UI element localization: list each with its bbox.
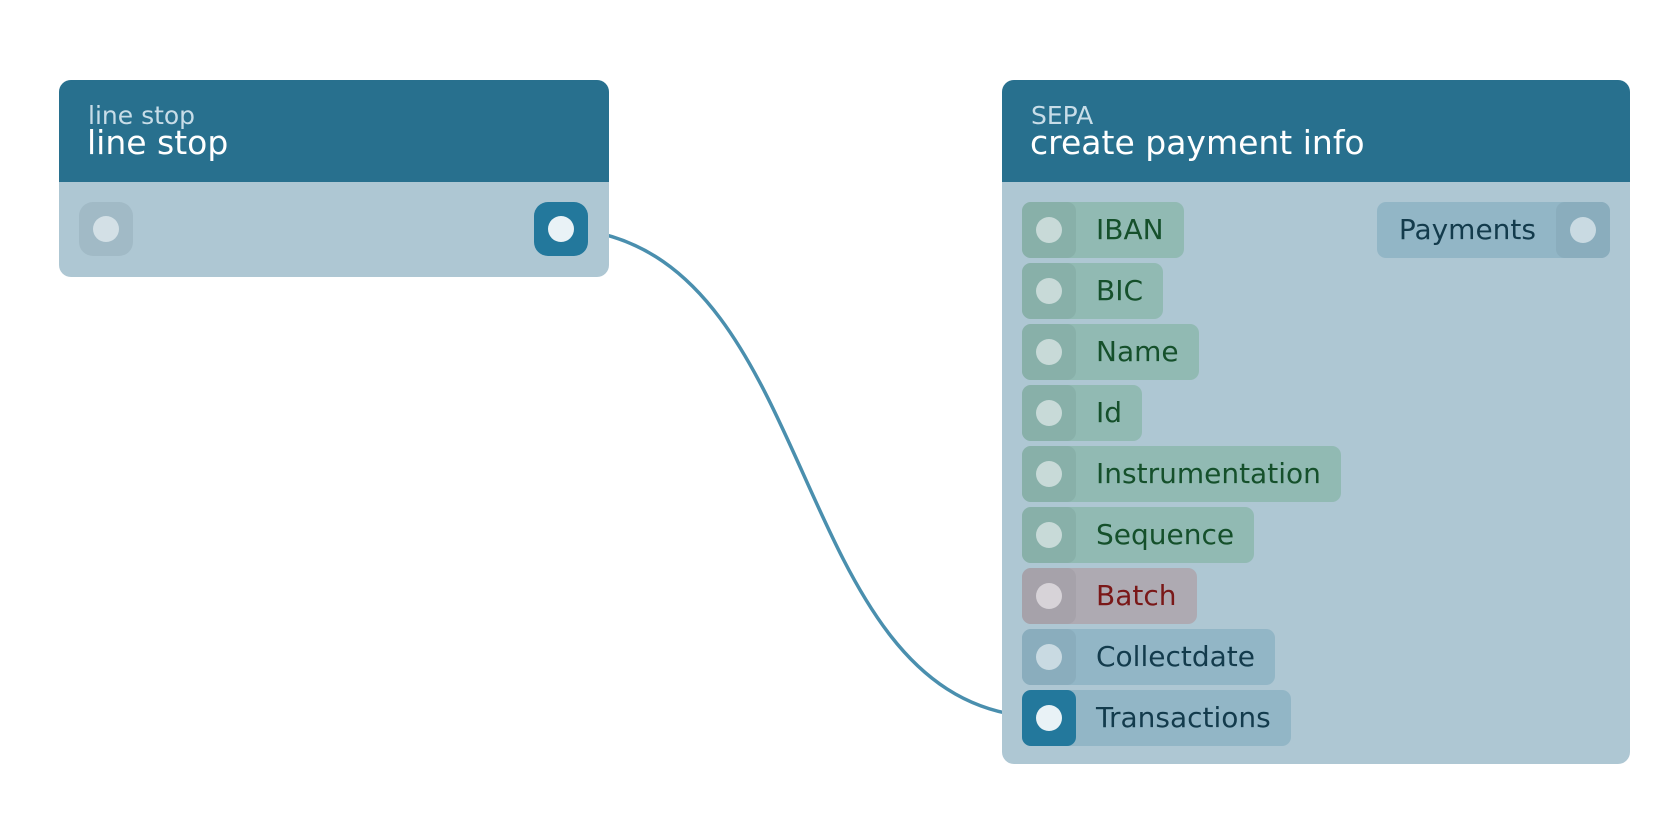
port-dot-icon — [1036, 522, 1062, 548]
port-dot-icon — [1036, 461, 1062, 487]
port-dot-icon — [1036, 583, 1062, 609]
input-pin-collectdate[interactable]: Collectdate — [1022, 629, 1275, 685]
port-dot-icon — [93, 216, 119, 242]
pin-label: Batch — [1096, 579, 1177, 612]
pin-socket[interactable] — [1022, 690, 1076, 746]
port-dot-icon — [1036, 278, 1062, 304]
pin-socket[interactable] — [1022, 507, 1076, 563]
input-pin-iban[interactable]: IBAN — [1022, 202, 1184, 258]
pin-socket[interactable] — [1022, 629, 1076, 685]
port-dot-icon — [1036, 705, 1062, 731]
node-title: create payment info — [1030, 123, 1365, 162]
pin-label: Instrumentation — [1096, 457, 1321, 490]
pin-socket[interactable] — [1556, 202, 1610, 258]
sepa-create-payment-info-node[interactable]: SEPA create payment info IBAN BIC Name I… — [1002, 80, 1630, 764]
port-dot-icon — [1036, 217, 1062, 243]
port-dot-icon — [1036, 339, 1062, 365]
pin-socket[interactable] — [1022, 385, 1076, 441]
node-subtitle: SEPA — [1031, 101, 1094, 130]
pin-label: Payments — [1398, 213, 1536, 246]
pin-label: Id — [1096, 396, 1123, 429]
pin-socket[interactable] — [1022, 324, 1076, 380]
input-pin-sequence[interactable]: Sequence — [1022, 507, 1255, 563]
pin-label: Transactions — [1096, 701, 1271, 734]
node-subtitle: line stop — [88, 101, 196, 130]
input-pin-transactions[interactable]: Transactions — [1022, 690, 1291, 746]
wire-line-stop-to-transactions[interactable] — [587, 229, 1025, 718]
pin-label: Collectdate — [1096, 640, 1255, 673]
pin-socket[interactable] — [1022, 446, 1076, 502]
pin-label: IBAN — [1096, 213, 1164, 246]
pin-socket[interactable] — [1022, 568, 1076, 624]
input-pin-bic[interactable]: BIC — [1022, 263, 1164, 319]
port-dot-icon — [1036, 644, 1062, 670]
port-dot-icon — [1036, 400, 1062, 426]
port-dot-icon — [1570, 217, 1596, 243]
node-header[interactable]: SEPA create payment info — [1002, 80, 1630, 182]
node-title: line stop — [87, 123, 229, 162]
pin-label: BIC — [1096, 274, 1144, 307]
output-port[interactable] — [534, 202, 588, 256]
pin-socket[interactable] — [1022, 202, 1076, 258]
pin-label: Sequence — [1096, 518, 1235, 551]
line-stop-node[interactable]: line stop line stop — [59, 80, 609, 277]
input-pin-name[interactable]: Name — [1022, 324, 1199, 380]
port-dot-icon — [548, 216, 574, 242]
output-pin-payments[interactable]: Payments — [1376, 202, 1610, 258]
node-header[interactable]: line stop line stop — [59, 80, 609, 182]
input-pin-id[interactable]: Id — [1022, 385, 1143, 441]
input-pin-batch[interactable]: Batch — [1022, 568, 1197, 624]
pin-socket[interactable] — [1022, 263, 1076, 319]
input-pin-instrumentation[interactable]: Instrumentation — [1022, 446, 1341, 502]
input-port[interactable] — [79, 202, 133, 256]
pin-label: Name — [1096, 335, 1179, 368]
